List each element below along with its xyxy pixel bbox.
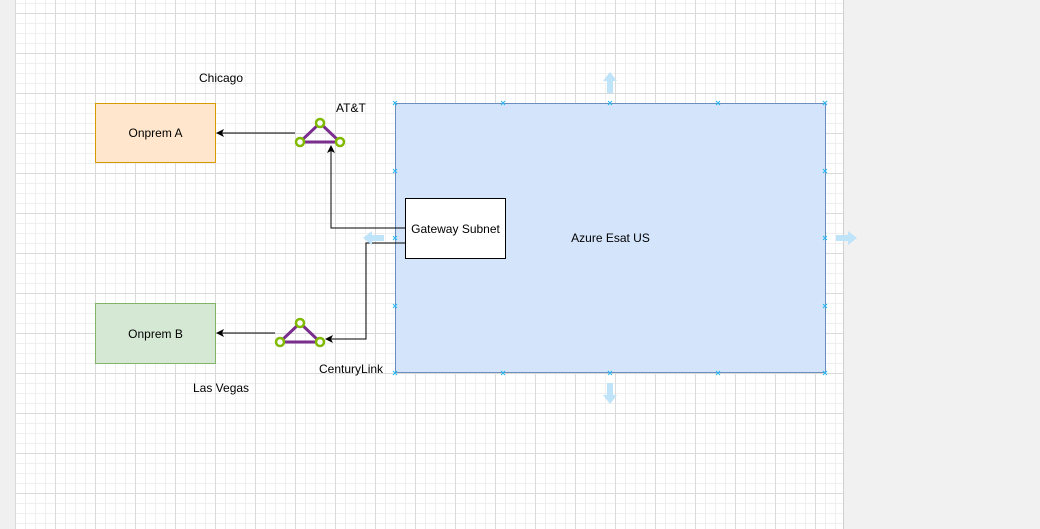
chicago-label: Chicago (199, 71, 244, 85)
las-vegas-label: Las Vegas (193, 381, 250, 395)
centurylink-label: CenturyLink (319, 362, 384, 376)
att-label: AT&T (336, 101, 366, 115)
edge-gateway-to-att[interactable] (327, 145, 405, 229)
connect-arrow-right-icon[interactable] (836, 231, 857, 245)
centurylink-router-icon[interactable] (274, 317, 326, 348)
edge-gateway-to-centurylink[interactable] (325, 242, 405, 343)
onprem-a-node[interactable]: Onprem A (95, 103, 216, 163)
onprem-b-node[interactable]: Onprem B (95, 303, 216, 364)
connect-arrow-down-icon[interactable] (603, 383, 617, 404)
connect-arrow-left-icon[interactable] (363, 231, 384, 245)
onprem-b-label: Onprem B (128, 326, 183, 341)
format-panel (844, 0, 1040, 529)
onprem-a-label: Onprem A (128, 126, 183, 140)
connect-arrow-up-icon[interactable] (603, 72, 617, 93)
azure-region-label: Azure Esat US (571, 231, 650, 245)
selection-handles[interactable] (392, 100, 828, 376)
att-router-icon[interactable] (294, 117, 346, 148)
gateway-subnet-label: Gateway Subnet (411, 221, 500, 236)
gateway-subnet-node[interactable]: Gateway Subnet (405, 198, 506, 259)
